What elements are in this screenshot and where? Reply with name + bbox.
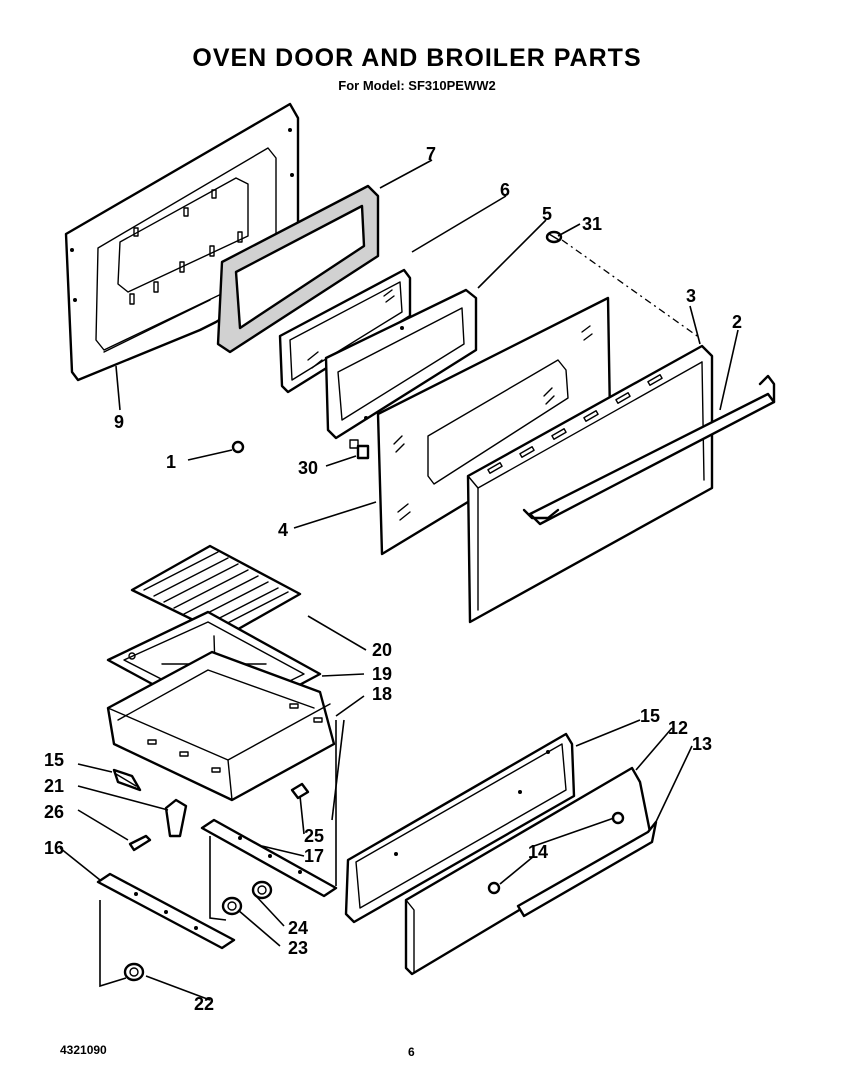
callout-13: 13 [692, 734, 712, 754]
callout-14: 14 [528, 842, 548, 862]
callout-3: 3 [686, 286, 696, 306]
callout-15: 15 [640, 706, 660, 726]
part-23-wheel [221, 896, 243, 916]
part-1-screw [231, 440, 245, 454]
model-subtitle: For Model: SF310PEWW2 [338, 78, 496, 93]
callout-1: 1 [166, 452, 176, 472]
part-5-glass-retainer [324, 288, 478, 449]
part-7-door-gasket [216, 184, 380, 354]
callout-17-lower: 16 [44, 838, 64, 858]
callout-17-upper: 17 [304, 846, 324, 866]
part-21-bracket [164, 798, 188, 838]
callout-26: 26 [44, 802, 64, 822]
callout-6: 6 [500, 180, 510, 200]
part-16-roller [112, 768, 142, 792]
callout-12: 12 [668, 718, 688, 738]
callout-18: 18 [372, 684, 392, 704]
part-18-broiler-drawer [106, 650, 336, 802]
callout-23: 23 [288, 938, 308, 958]
callout-30: 30 [298, 458, 318, 478]
page-title: OVEN DOOR AND BROILER PARTS [192, 44, 642, 72]
callout-7: 7 [426, 144, 436, 164]
callout-19: 19 [372, 664, 392, 684]
callout-2: 2 [732, 312, 742, 332]
part-17-rail-upper [200, 818, 338, 898]
callout-16: 15 [44, 750, 64, 770]
callout-20: 20 [372, 640, 392, 660]
callout-24: 24 [288, 918, 308, 938]
callout-4: 4 [278, 520, 288, 540]
part-31-screw [545, 230, 563, 244]
document-number: 4321090 [60, 1043, 107, 1057]
part-2-door-handle [522, 374, 776, 526]
callout-31: 31 [582, 214, 602, 234]
part-9-inner-door-panel [64, 102, 300, 382]
part-25-clip [290, 782, 310, 800]
callout-22: 22 [194, 994, 214, 1014]
callout-21: 21 [44, 776, 64, 796]
callout-25: 25 [304, 826, 324, 846]
part-17-rail-lower [96, 872, 236, 950]
part-24-wheel [251, 880, 273, 900]
leader-lines [59, 159, 739, 1001]
part-26-screw [128, 834, 152, 852]
part-15-broiler-door-inner [344, 732, 576, 924]
page-number: 6 [408, 1045, 415, 1059]
callout-9: 9 [114, 412, 124, 432]
callout-5: 5 [542, 204, 552, 224]
part-30-clip [356, 444, 370, 460]
part-13-broiler-handle [516, 820, 658, 918]
part-22-wheel [123, 962, 145, 982]
